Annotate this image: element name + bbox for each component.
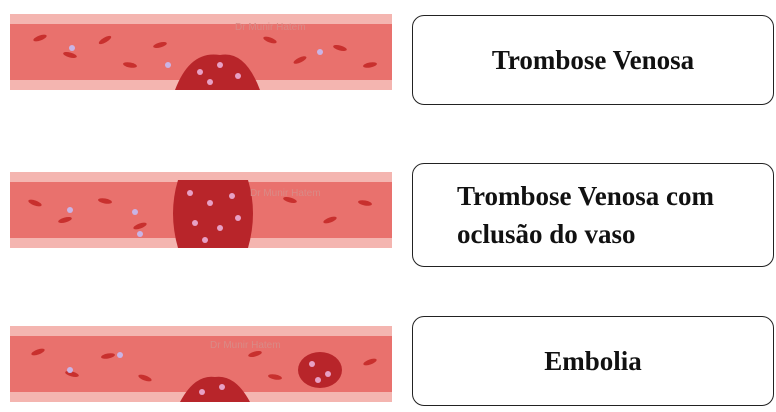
label-embolia: Embolia xyxy=(412,316,774,406)
label-line-2: oclusão do vaso xyxy=(457,215,636,253)
vessel-thrombosis: Dr Munir Hatem xyxy=(10,10,392,94)
label-line-1: Trombose Venosa com xyxy=(457,177,714,215)
watermark: Dr Munir Hatem xyxy=(210,340,281,351)
label-trombose-oclusao: Trombose Venosa com oclusão do vaso xyxy=(412,163,774,267)
vessel-occlusion: Dr Munir Hatem xyxy=(10,168,392,252)
vessel-occlusion-illustration: Dr Munir Hatem xyxy=(10,168,392,252)
vessel-thrombosis-illustration: Dr Munir Hatem xyxy=(10,10,392,94)
label-text: Trombose Venosa xyxy=(492,45,694,76)
vessel-embolism-illustration: Dr Munir Hatem xyxy=(10,322,392,406)
label-trombose-venosa: Trombose Venosa xyxy=(412,15,774,105)
watermark: Dr Munir Hatem xyxy=(235,22,306,33)
occluding-thrombus xyxy=(173,180,253,248)
vessel-embolism: Dr Munir Hatem xyxy=(10,322,392,406)
label-text: Embolia xyxy=(544,346,642,377)
embolus xyxy=(298,352,342,388)
watermark: Dr Munir Hatem xyxy=(250,188,321,199)
